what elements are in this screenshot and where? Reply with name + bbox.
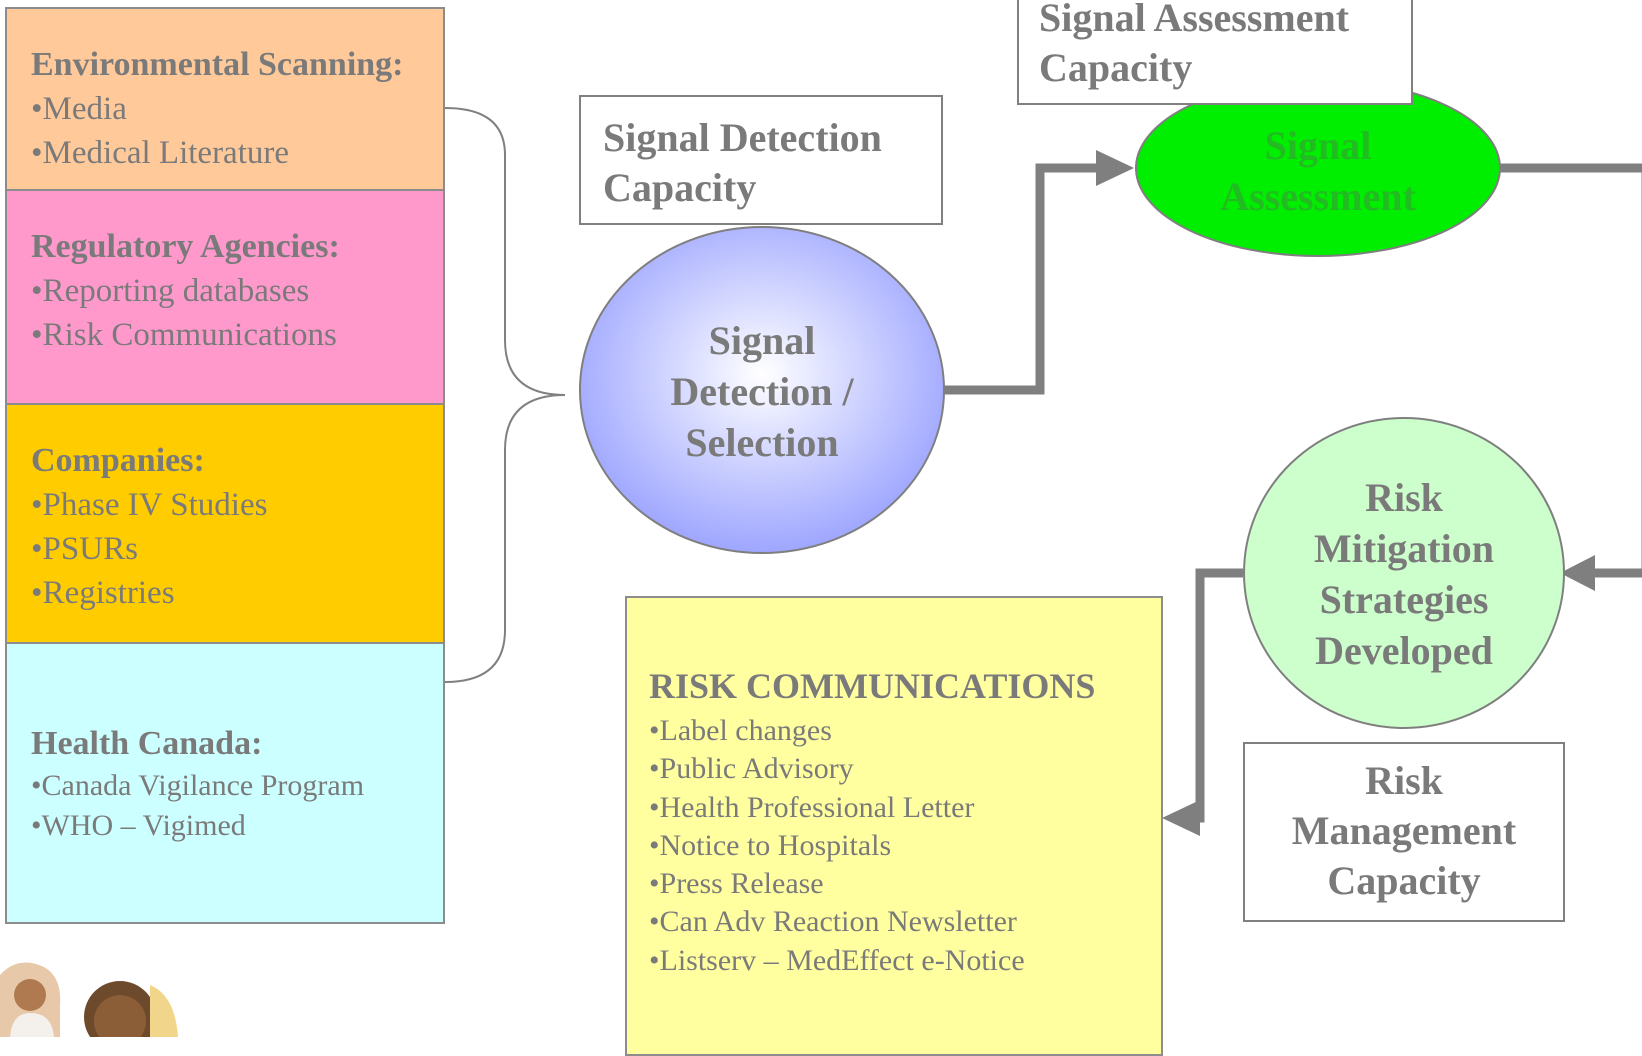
signal-assessment-capacity-box: Signal Assessment Capacity: [1017, 0, 1413, 105]
capacity-line: Signal Detection: [603, 115, 882, 160]
risk-mitigation-label: Risk Mitigation Strategies Developed: [1254, 472, 1554, 676]
source-item: •Reporting databases: [31, 273, 310, 309]
node-label-line: Strategies: [1319, 577, 1489, 622]
signal-detection-node: [579, 226, 945, 554]
capacity-line: Management: [1291, 808, 1517, 853]
arrowhead-mitigation: [1560, 555, 1595, 591]
source-item: •Canada Vigilance Program: [31, 769, 365, 802]
source-regulatory-agencies: Regulatory Agencies: •Reporting database…: [5, 189, 445, 405]
source-item: •PSURs: [31, 531, 138, 567]
source-item: •Medical Literature: [31, 135, 290, 171]
arrow-mitigation-to-communications: [1195, 568, 1243, 823]
source-item: •WHO – Vigimed: [31, 809, 246, 842]
node-label-line: Developed: [1315, 628, 1493, 673]
risk-communications-box: RISK COMMUNICATIONS •Label changes •Publ…: [625, 596, 1163, 1056]
people-photo-image: [0, 955, 180, 1037]
node-label-line: Selection: [685, 420, 839, 465]
node-label-line: Detection /: [670, 369, 854, 414]
capacity-line: Capacity: [1327, 858, 1481, 903]
risk-communication-item: •Press Release: [649, 867, 824, 901]
node-label-line: Assessment: [1220, 174, 1416, 219]
risk-communication-item: •Notice to Hospitals: [649, 828, 892, 862]
node-label-line: Signal: [1264, 123, 1372, 168]
source-title: Environmental Scanning:: [31, 46, 404, 83]
risk-communications-title: RISK COMMUNICATIONS: [649, 666, 1096, 706]
signal-detection-label: Signal Detection / Selection: [612, 315, 912, 468]
source-item: •Risk Communications: [31, 317, 337, 353]
risk-communication-item: •Listserv – MedEffect e-Notice: [649, 943, 1025, 977]
capacity-line: Capacity: [1039, 45, 1193, 90]
arrow-detection-to-assessment: [942, 163, 1100, 395]
source-item: •Media: [31, 91, 127, 127]
signal-assessment-label: Signal Assessment: [1168, 120, 1468, 222]
capacity-line: Signal Assessment: [1039, 0, 1350, 40]
source-title: Companies:: [31, 442, 205, 479]
risk-communication-item: •Label changes: [649, 714, 832, 747]
risk-mitigation-node: [1243, 417, 1565, 729]
node-label-line: Mitigation: [1314, 526, 1494, 571]
source-environmental-scanning: Environmental Scanning: •Media •Medical …: [5, 7, 445, 191]
source-title: Health Canada:: [31, 725, 263, 762]
capacity-line: Risk: [1365, 758, 1443, 803]
source-item: •Registries: [31, 575, 175, 611]
node-label-line: Signal: [708, 318, 816, 363]
arrow-assessment-to-mitigation: [1500, 163, 1642, 578]
source-title: Regulatory Agencies:: [31, 228, 340, 265]
source-companies: Companies: •Phase IV Studies •PSURs •Reg…: [5, 403, 445, 644]
risk-communication-item: •Can Adv Reaction Newsletter: [649, 905, 1017, 939]
risk-communication-item: •Public Advisory: [649, 752, 854, 786]
risk-communication-item: •Health Professional Letter: [649, 790, 975, 824]
grouping-brace: [444, 107, 566, 683]
arrowhead-communications: [1162, 800, 1200, 836]
risk-management-capacity-box: Risk Management Capacity: [1243, 742, 1565, 922]
node-label-line: Risk: [1365, 475, 1443, 520]
source-health-canada: Health Canada: •Canada Vigilance Program…: [5, 642, 445, 924]
arrowhead-assessment: [1096, 150, 1134, 186]
signal-detection-capacity-box: Signal Detection Capacity: [579, 95, 943, 225]
capacity-line: Capacity: [603, 165, 757, 210]
source-item: •Phase IV Studies: [31, 487, 268, 523]
